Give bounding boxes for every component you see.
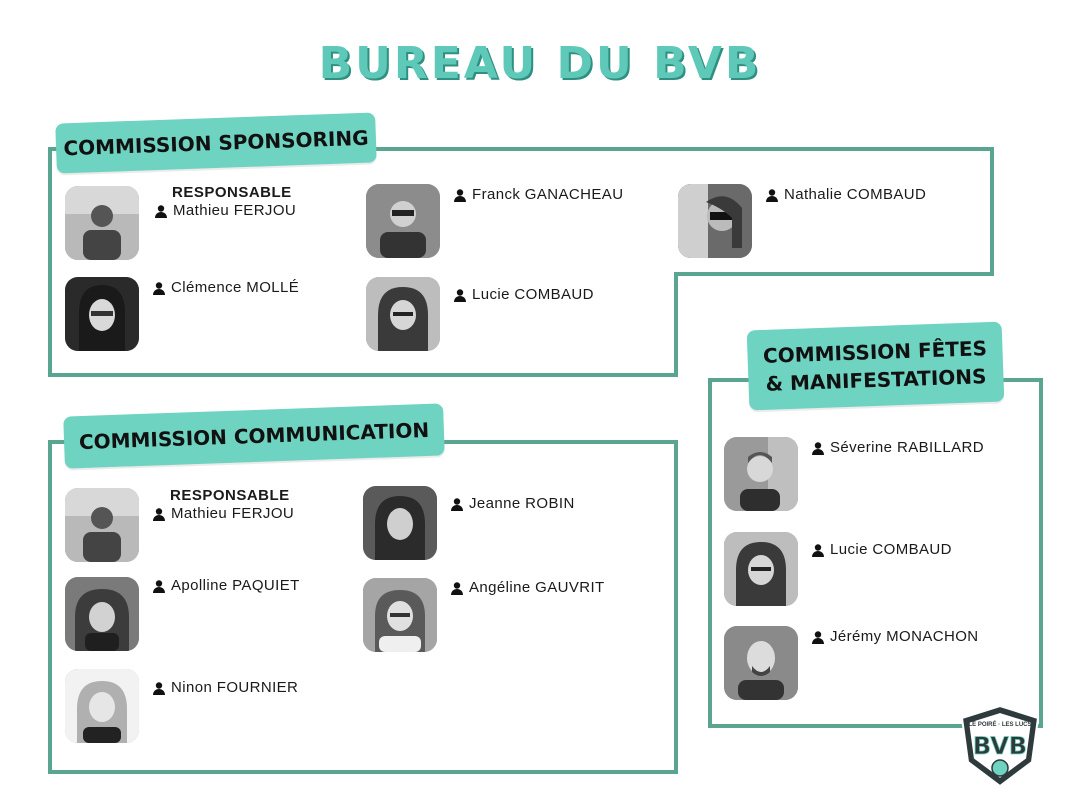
- member-photo: [724, 626, 798, 700]
- member-entry: Lucie COMBAUD: [811, 541, 952, 558]
- fetes-title-tag: COMMISSION FÊTES & MANIFESTATIONS: [746, 321, 1005, 411]
- member-entry: Apolline PAQUIET: [152, 577, 300, 594]
- member-entry: Ninon FOURNIER: [152, 679, 298, 696]
- member-photo: [65, 186, 139, 260]
- member-photo: [65, 669, 139, 743]
- person-icon: [454, 188, 466, 202]
- member-name: Lucie COMBAUD: [830, 541, 952, 558]
- member-name: Nathalie COMBAUD: [784, 186, 927, 203]
- member-entry: RESPONSABLE Mathieu FERJOU: [152, 487, 294, 522]
- member-photo: [65, 488, 139, 562]
- member-name: Apolline PAQUIET: [171, 577, 300, 594]
- member-name: Lucie COMBAUD: [472, 286, 594, 303]
- person-icon: [153, 681, 165, 695]
- person-icon: [812, 543, 824, 557]
- person-icon: [153, 281, 165, 295]
- page-title: BUREAU DU BVB: [318, 38, 762, 89]
- bvb-logo: LE POIRÉ · LES LUCS BVB: [960, 704, 1040, 788]
- person-icon: [766, 188, 778, 202]
- person-icon: [812, 630, 824, 644]
- member-name: Clémence MOLLÉ: [171, 279, 300, 296]
- member-role: RESPONSABLE: [170, 487, 290, 504]
- member-entry: Franck GANACHEAU: [453, 186, 623, 203]
- person-icon: [153, 579, 165, 593]
- member-name: Franck GANACHEAU: [472, 186, 624, 203]
- member-name: Jérémy MONACHON: [830, 628, 979, 645]
- logo-main-text: BVB: [973, 732, 1027, 760]
- member-role: RESPONSABLE: [172, 184, 292, 201]
- member-entry: Séverine RABILLARD: [811, 439, 984, 456]
- member-entry: RESPONSABLE Mathieu FERJOU: [154, 184, 296, 219]
- member-photo: [724, 532, 798, 606]
- person-icon: [454, 288, 466, 302]
- member-name: Mathieu FERJOU: [173, 202, 297, 219]
- member-photo: [724, 437, 798, 511]
- person-icon: [451, 497, 463, 511]
- member-entry: Nathalie COMBAUD: [765, 186, 926, 203]
- sponsoring-frame: [48, 147, 678, 377]
- member-photo: [363, 486, 437, 560]
- logo-top-text: LE POIRÉ · LES LUCS: [968, 720, 1031, 728]
- member-photo: [366, 277, 440, 351]
- person-icon: [451, 581, 463, 595]
- member-entry: Jérémy MONACHON: [811, 628, 979, 645]
- member-photo: [65, 277, 139, 351]
- member-entry: Jeanne ROBIN: [450, 495, 575, 512]
- member-photo: [366, 184, 440, 258]
- member-photo: [678, 184, 752, 258]
- member-entry: Angéline GAUVRIT: [450, 579, 605, 596]
- person-icon: [153, 507, 165, 521]
- member-photo: [65, 577, 139, 651]
- member-name: Mathieu FERJOU: [171, 505, 295, 522]
- person-icon: [155, 204, 167, 218]
- member-entry: Clémence MOLLÉ: [152, 279, 299, 296]
- person-icon: [812, 441, 824, 455]
- member-entry: Lucie COMBAUD: [453, 286, 594, 303]
- member-photo: [363, 578, 437, 652]
- member-name: Séverine RABILLARD: [830, 439, 984, 456]
- member-name: Angéline GAUVRIT: [469, 579, 605, 596]
- member-name: Ninon FOURNIER: [171, 679, 299, 696]
- member-name: Jeanne ROBIN: [469, 495, 575, 512]
